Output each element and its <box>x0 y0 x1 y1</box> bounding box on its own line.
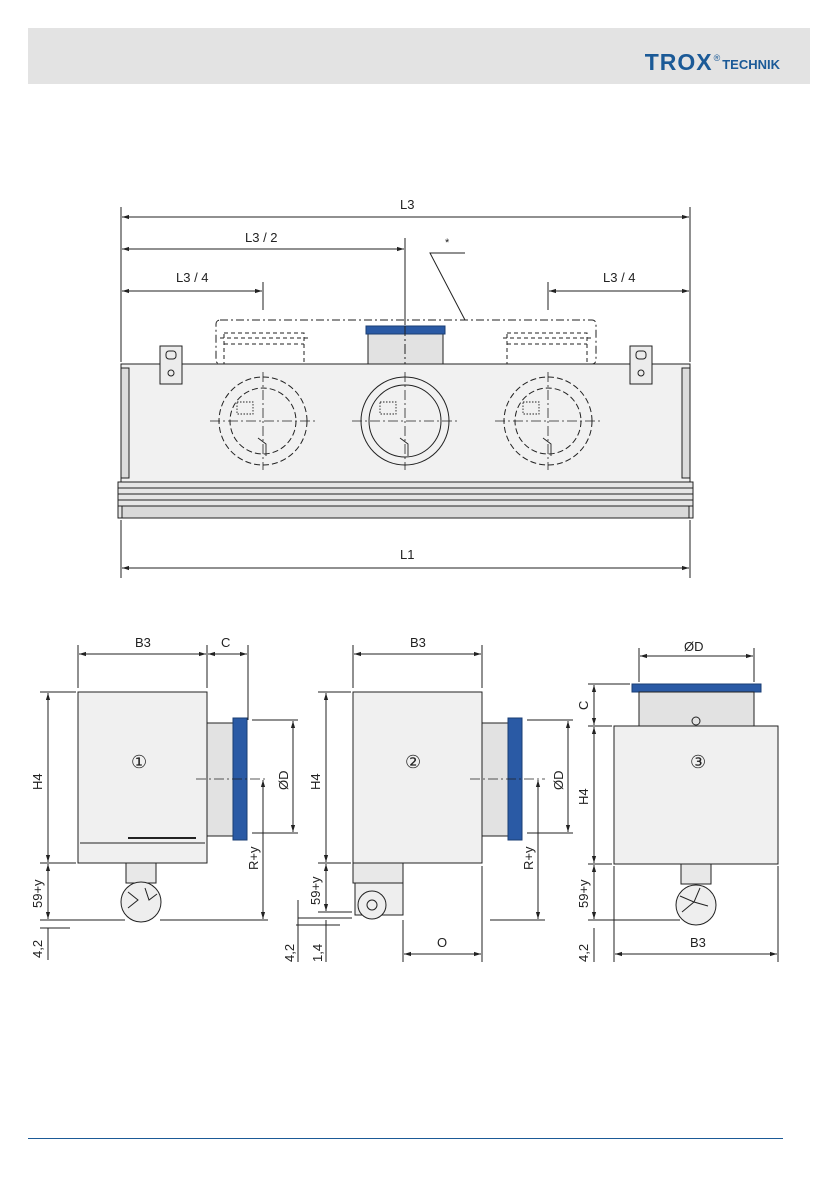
side2-h4-label: H4 <box>308 773 323 790</box>
side-view-2 <box>296 645 573 962</box>
side1-y59-label: 59+y <box>30 879 45 908</box>
dim-l1-label: L1 <box>400 547 414 562</box>
side2-o-label: O <box>437 935 447 950</box>
side1-h4-label: H4 <box>30 773 45 790</box>
side1-number: ① <box>131 752 147 772</box>
dim-l3-label: L3 <box>400 197 414 212</box>
side2-42-label: 4,2 <box>282 944 297 962</box>
side3-y59-label: 59+y <box>576 879 591 908</box>
side2-b3-label: B3 <box>410 635 426 650</box>
footer-rule <box>28 1138 783 1139</box>
side1-b3-label: B3 <box>135 635 151 650</box>
side2-d-label: ØD <box>551 771 566 791</box>
side2-ry-label: R+y <box>521 846 536 870</box>
side3-42-label: 4,2 <box>576 944 591 962</box>
front-view <box>118 207 693 578</box>
dim-l3-quarter-right-label: L3 / 4 <box>603 270 636 285</box>
side3-h4-label: H4 <box>576 788 591 805</box>
side1-d-label: ØD <box>276 771 291 791</box>
dim-l3-quarter-left-label: L3 / 4 <box>176 270 209 285</box>
dim-l3-half-label: L3 / 2 <box>245 230 278 245</box>
side3-b3-label: B3 <box>690 935 706 950</box>
side1-ry-label: R+y <box>246 846 261 870</box>
side3-d-label: ØD <box>684 639 704 654</box>
side2-number: ② <box>405 752 421 772</box>
side2-14-label: 1,4 <box>310 944 325 962</box>
side1-c-label: C <box>221 635 230 650</box>
note-marker: * <box>445 237 450 249</box>
side3-number: ③ <box>690 752 706 772</box>
side-view-3 <box>588 648 778 962</box>
side-view-1 <box>40 645 298 960</box>
side1-42-label: 4,2 <box>30 940 45 958</box>
side2-y59-label: 59+y <box>308 876 323 905</box>
side3-c-label: C <box>576 701 591 710</box>
